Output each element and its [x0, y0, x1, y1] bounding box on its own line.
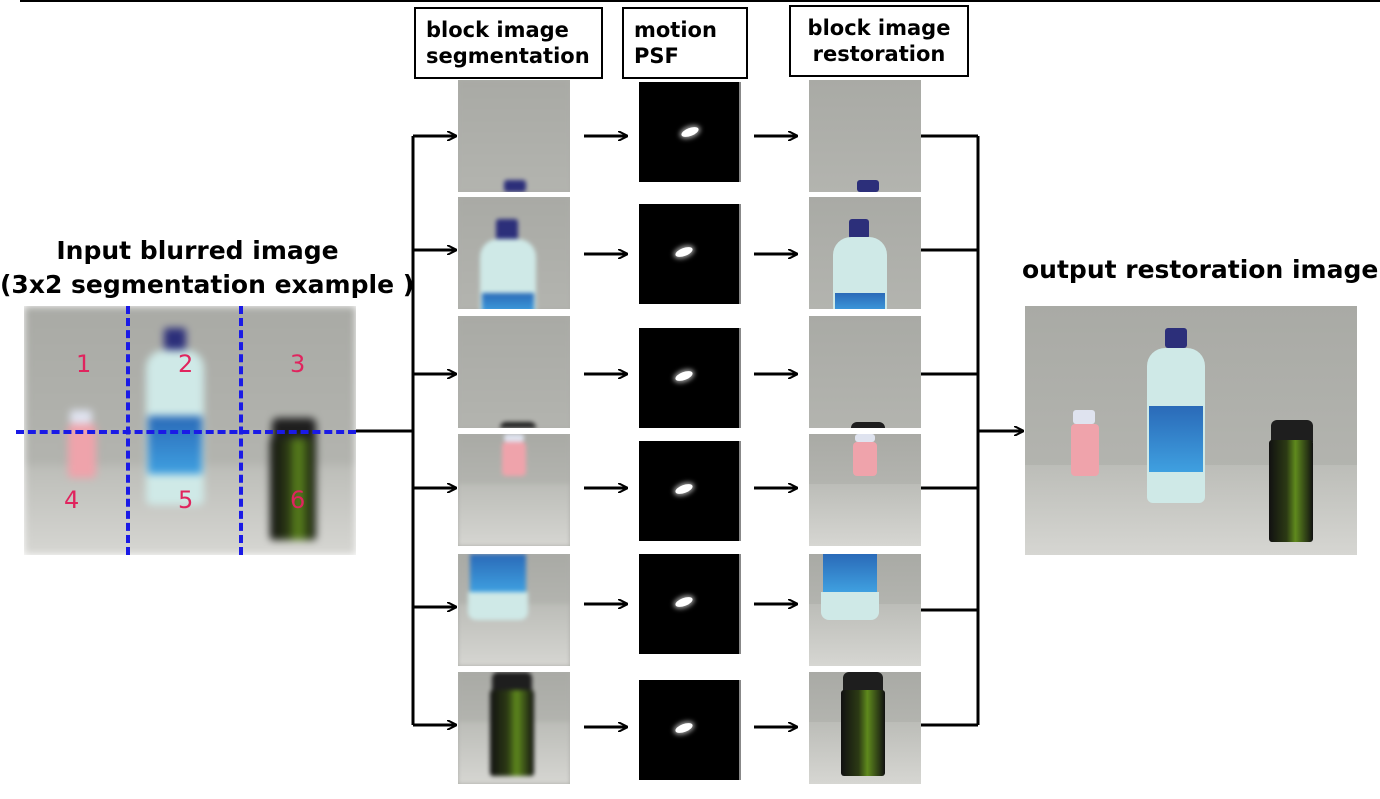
- segment-label-5: 5: [178, 486, 194, 514]
- block-segment-1: [458, 80, 570, 192]
- output-restored-image: [1025, 306, 1357, 555]
- segment-label-6: 6: [290, 486, 306, 514]
- psf-block-5: [639, 554, 741, 654]
- header-psf-line1: motion: [634, 18, 717, 42]
- top-rule: [20, 0, 1380, 2]
- block-segment-3: [458, 316, 570, 428]
- header-block-restoration: block image restoration: [789, 5, 969, 77]
- block-segment-6: [458, 672, 570, 784]
- header-rest-line1: block image: [807, 16, 951, 40]
- input-title-line2: (3x2 segmentation example ): [0, 270, 415, 299]
- psf-block-2: [639, 204, 741, 304]
- segment-label-4: 4: [64, 486, 80, 514]
- input-title-line1: Input blurred image: [56, 236, 339, 265]
- header-motion-psf: motion PSF: [622, 7, 748, 79]
- header-seg-line2: segmentation: [426, 44, 590, 68]
- header-rest-line2: restoration: [812, 42, 946, 66]
- psf-block-4: [639, 441, 741, 541]
- psf-block-3: [639, 328, 741, 428]
- segment-label-2: 2: [178, 350, 194, 378]
- block-segment-5: [458, 554, 570, 666]
- input-blurred-image: 1 2 3 4 5 6: [24, 306, 356, 555]
- restored-block-6: [809, 672, 921, 784]
- header-seg-line1: block image: [426, 18, 569, 42]
- block-segment-4: [458, 434, 570, 546]
- input-title: Input blurred image (3x2 segmentation ex…: [0, 234, 415, 302]
- block-segment-2: [458, 197, 570, 309]
- segment-label-3: 3: [290, 350, 306, 378]
- restored-block-5: [809, 554, 921, 666]
- psf-block-6: [639, 680, 741, 780]
- restored-block-2: [809, 197, 921, 309]
- restored-block-1: [809, 80, 921, 192]
- header-block-segmentation: block image segmentation: [414, 7, 603, 79]
- restored-block-4: [809, 434, 921, 546]
- segment-label-1: 1: [76, 350, 92, 378]
- restored-block-3: [809, 316, 921, 428]
- output-title: output restoration image: [1022, 255, 1379, 284]
- psf-block-1: [639, 82, 741, 182]
- header-psf-line2: PSF: [634, 44, 679, 68]
- segment-divider-h: [16, 430, 356, 434]
